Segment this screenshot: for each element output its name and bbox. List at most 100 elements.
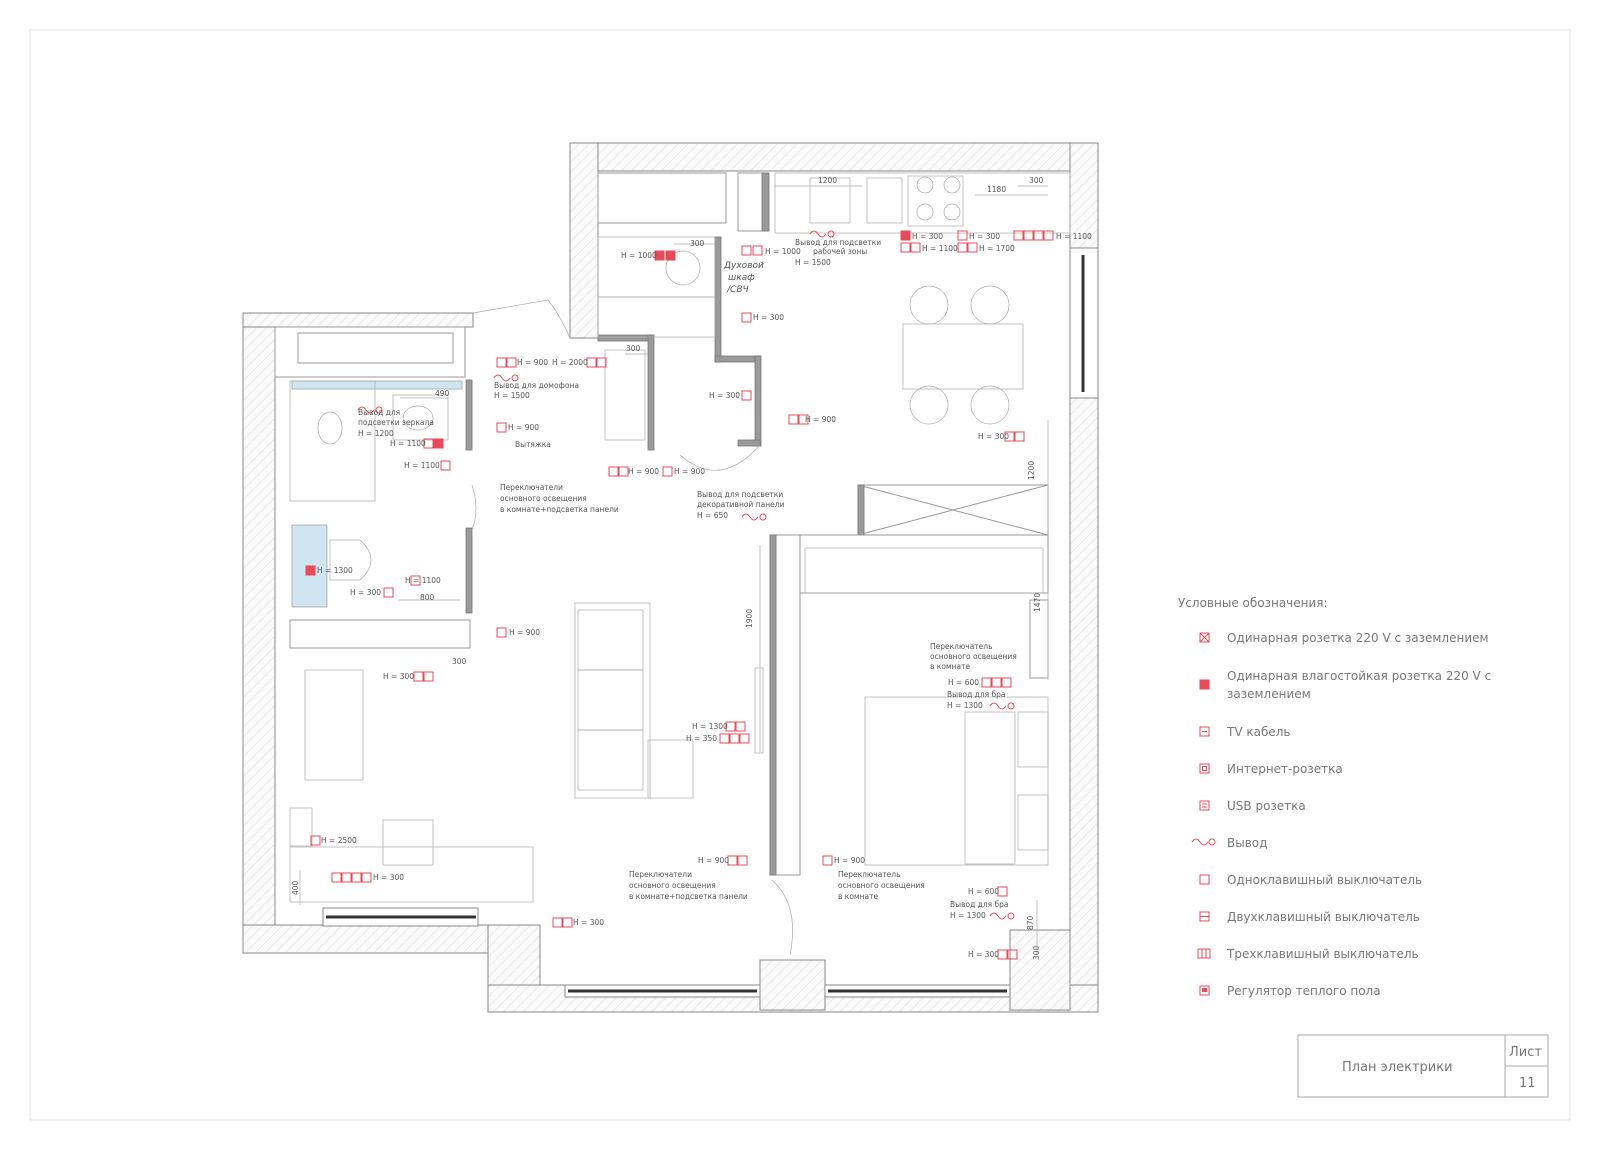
outlet-wire-icon <box>1191 838 1216 846</box>
kitchen-furniture <box>597 172 1071 441</box>
annotation-l30: H = 1200 <box>358 429 394 438</box>
doors <box>471 299 793 956</box>
windows <box>322 247 1099 998</box>
annotation-l50: 300 <box>452 657 467 666</box>
annotation-l32: H = 1100 <box>404 461 440 470</box>
legend-label-switch-triple: Трехклавишный выключатель <box>1226 947 1419 961</box>
usb-socket-icon <box>1199 800 1210 811</box>
annotation-l53: Переключатель <box>930 642 993 651</box>
annotation-l49: H = 300 <box>383 672 414 681</box>
bedroom-furniture <box>864 696 1049 866</box>
annotation-l57: Вывод для бра <box>947 690 1006 699</box>
annotation-l64: H = 900 <box>698 856 729 865</box>
annotation-l62: H = 300 <box>373 873 404 882</box>
annotation-l26: H = 900 <box>508 423 539 432</box>
annotation-l54: основного освещения <box>930 652 1017 661</box>
legend-item-outlet-wire: Вывод <box>1191 836 1267 850</box>
annotation-l16: H = 1700 <box>979 244 1015 253</box>
annotation-l66: Переключатели <box>629 870 692 879</box>
annotation-l56: H = 600 <box>948 678 979 687</box>
annotation-l55: в комнате <box>930 662 970 671</box>
annotation-l24: H = 300 <box>709 391 740 400</box>
annotation-l77: 870 <box>1026 915 1035 930</box>
annotation-l67: основного освещения <box>629 881 716 890</box>
legend-label-socket-grounded: Одинарная розетка 220 V с заземлением <box>1227 631 1489 645</box>
annotation-l41: декоративной панели <box>697 500 785 509</box>
legend-label-socket-waterproof: Одинарная влагостойкая розетка 220 V с <box>1227 669 1491 683</box>
annotation-l10: 1200 <box>818 176 837 185</box>
annotation-l5: /СВЧ <box>726 285 749 295</box>
annotation-l60: H = 350 <box>686 734 717 743</box>
legend-item-tv-cable: TV кабель <box>1199 725 1290 739</box>
annotation-l48: H = 900 <box>509 628 540 637</box>
annotation-l74: H = 1300 <box>950 911 986 920</box>
legend-title: Условные обозначения: <box>1178 596 1328 610</box>
legend-label-outlet-wire: Вывод <box>1227 836 1267 850</box>
legend-item-floor-heating: Регулятор теплого пола <box>1199 984 1381 998</box>
annotation-l19: H = 900 <box>517 358 548 367</box>
annotation-l23: H = 1500 <box>494 391 530 400</box>
annotation-l20: H = 2000 <box>552 358 588 367</box>
legend-item-internet-socket: Интернет-розетка <box>1199 762 1343 776</box>
legend-label-socket-waterproof-cont: заземлением <box>1227 687 1311 701</box>
sheet-number: 11 <box>1519 1076 1536 1091</box>
annotation-l9: H = 1500 <box>795 258 831 267</box>
annotation-l43: 1200 <box>1027 461 1036 480</box>
sheet-label: Лист <box>1509 1045 1542 1060</box>
legend: Условные обозначения: Одинарная розетка … <box>1178 596 1491 998</box>
electrical-symbols <box>305 230 1054 960</box>
internet-socket-icon <box>1199 763 1210 774</box>
legend-label-tv-cable: TV кабель <box>1226 725 1290 739</box>
legend-label-floor-heating: Регулятор теплого пола <box>1227 984 1381 998</box>
dimension-lines <box>299 185 1049 955</box>
annotation-l44: H = 1300 <box>317 566 353 575</box>
annotation-l18: H = 300 <box>753 313 784 322</box>
annotation-l39: в комнате+подсветка панели <box>500 505 619 514</box>
annotation-l42: H = 650 <box>697 511 728 520</box>
switch-triple-icon <box>1197 948 1211 959</box>
annotation-l35: H = 900 <box>674 467 705 476</box>
annotation-l61: H = 2500 <box>321 836 357 845</box>
annotation-l28: Вывод для <box>358 408 400 417</box>
annotation-l7: Вывод для подсветки <box>795 238 881 247</box>
annotation-l59: H = 1300 <box>692 722 728 731</box>
annotation-l45: H = 1100 <box>405 576 441 585</box>
legend-item-switch-single: Одноклавишный выключатель <box>1199 873 1422 887</box>
legend-item-switch-double: Двухклавишный выключатель <box>1199 910 1420 924</box>
legend-item-socket-waterproof: Одинарная влагостойкая розетка 220 V с з… <box>1199 669 1491 701</box>
annotation-l73: Вывод для бра <box>950 900 1009 909</box>
annotation-l4: шкаф <box>728 273 755 283</box>
annotation-l8: рабочей зоны <box>813 247 867 256</box>
legend-label-internet-socket: Интернет-розетка <box>1227 762 1343 776</box>
tv-cable-icon <box>1199 726 1210 737</box>
legend-label-switch-double: Двухклавишный выключатель <box>1227 910 1420 924</box>
annotation-l58: H = 1300 <box>947 701 983 710</box>
annotation-l31: H = 1100 <box>390 439 426 448</box>
annotation-l11: 1180 <box>987 185 1006 194</box>
legend-item-usb-socket: USB розетка <box>1199 799 1306 813</box>
annotation-l52: 1470 <box>1033 593 1042 612</box>
annotation-l69: Переключатель <box>838 870 901 879</box>
annotation-l65: H = 900 <box>834 856 865 865</box>
annotation-l37: Переключатели <box>500 483 563 492</box>
socket-waterproof-icon <box>1199 679 1210 690</box>
annotation-l71: в комнате <box>838 892 878 901</box>
living-furniture <box>289 547 1044 903</box>
annotation-l2: 300 <box>690 239 705 248</box>
annotation-l51: 1900 <box>745 609 754 628</box>
annotation-l3: Духовой <box>723 261 764 271</box>
annotation-l13: H = 300 <box>912 232 943 241</box>
legend-label-switch-single: Одноклавишный выключатель <box>1227 873 1422 887</box>
legend-label-usb-socket: USB розетка <box>1227 799 1306 813</box>
annotation-l36: H = 300 <box>978 432 1009 441</box>
annotation-l47: 800 <box>420 593 435 602</box>
annotation-l14: H = 1100 <box>922 244 958 253</box>
drawing-frame <box>29 29 1571 1121</box>
plan-annotations: H = 1000 300 Духовой шкаф /СВЧ H = 1000 … <box>291 176 1092 960</box>
annotation-l22: Вывод для домофона <box>494 381 579 390</box>
annotation-l34: H = 900 <box>628 467 659 476</box>
annotation-l17: H = 1100 <box>1056 232 1092 241</box>
annotation-l70: основного освещения <box>838 881 925 890</box>
annotation-l27: Вытяжка <box>515 440 551 449</box>
